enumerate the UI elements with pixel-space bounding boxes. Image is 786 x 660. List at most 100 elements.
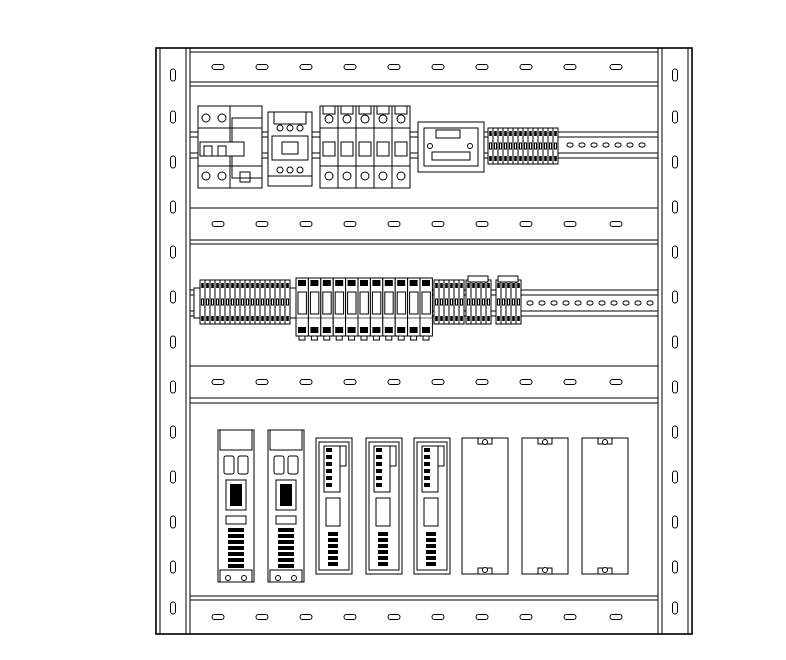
- terminal-screw-icon: [266, 283, 269, 288]
- upright-slot: [170, 245, 176, 259]
- terminal-screw-icon: [529, 131, 532, 136]
- blank-module-body: [461, 437, 509, 575]
- screw-icon: [342, 171, 352, 181]
- upright-slot: [672, 515, 678, 529]
- duct-slot: [431, 379, 445, 385]
- terminal-screw-icon: [347, 327, 356, 333]
- screw-icon: [291, 575, 297, 581]
- rail-hole: [590, 142, 598, 148]
- terminal-block: [552, 127, 559, 165]
- terminal-strip: [326, 462, 332, 466]
- terminal-screw-icon: [482, 283, 485, 288]
- upright-slot: [170, 68, 176, 82]
- screw-icon: [286, 124, 294, 132]
- terminal-screw-icon: [286, 283, 289, 288]
- stepper-drive: [315, 437, 353, 575]
- terminal-screw-icon: [435, 316, 438, 321]
- terminal-screw-icon: [236, 283, 239, 288]
- duct-slot: [387, 379, 401, 385]
- rail-hole: [586, 300, 594, 306]
- rail-hole: [598, 300, 606, 306]
- terminal-strip: [328, 538, 338, 542]
- terminal-screw-icon: [384, 327, 393, 333]
- terminal-strip: [376, 483, 382, 487]
- terminal-screw-icon: [494, 156, 497, 161]
- terminal-screw-icon: [549, 156, 552, 161]
- status-led-icon: [237, 455, 249, 475]
- terminal-screw-icon: [460, 283, 463, 288]
- terminal-screw-icon: [271, 316, 274, 321]
- blank-module-body: [581, 437, 629, 575]
- terminal-strip: [376, 448, 382, 452]
- blank-module: [461, 437, 509, 575]
- duct-slot: [343, 64, 357, 70]
- upright-slot: [672, 560, 678, 574]
- relay-foot: [422, 335, 430, 341]
- terminal-screw-icon: [201, 316, 204, 321]
- relay-foot: [298, 335, 306, 341]
- terminal-screw-icon: [261, 283, 264, 288]
- terminal-block: [458, 279, 465, 325]
- duct-slot: [519, 64, 533, 70]
- screw-icon: [396, 114, 406, 124]
- terminal-screw-icon: [360, 280, 368, 286]
- screw-icon: [542, 439, 548, 445]
- terminal-strip: [424, 483, 430, 487]
- duct-slot: [563, 379, 577, 385]
- servo-drive: [217, 429, 255, 583]
- terminal-strip: [326, 448, 332, 452]
- upright-slot: [170, 425, 176, 439]
- terminal-screw-icon: [251, 283, 254, 288]
- terminal-strip: [326, 455, 332, 459]
- rail-hole: [566, 142, 574, 148]
- upright-slot: [170, 200, 176, 214]
- terminal-block-group: [487, 127, 559, 165]
- terminal-screw-icon: [397, 280, 406, 286]
- terminal-screw-icon: [281, 316, 284, 321]
- terminal-screw-icon: [524, 156, 527, 161]
- duct-slot: [519, 614, 533, 620]
- contactor: [267, 111, 313, 187]
- terminal-screw-icon: [509, 156, 512, 161]
- terminal-screw-icon: [507, 316, 510, 321]
- terminal-screw-icon: [502, 316, 505, 321]
- screw-icon: [296, 124, 304, 132]
- duct-slot: [563, 221, 577, 227]
- duct-slot: [475, 614, 489, 620]
- terminal-screw-icon: [524, 131, 527, 136]
- breaker-handle: [340, 141, 354, 157]
- screw-icon: [360, 114, 370, 124]
- upright-slot: [672, 245, 678, 259]
- terminal-screw-icon: [554, 131, 557, 136]
- terminal-strip: [278, 552, 294, 556]
- terminal-screw-icon: [384, 280, 393, 286]
- upright-slot: [170, 290, 176, 304]
- terminal-strip: [424, 448, 430, 452]
- power-module: [417, 121, 485, 173]
- terminal-screw-icon: [509, 131, 512, 136]
- terminal-screw-icon: [539, 156, 542, 161]
- duct-slot: [255, 221, 269, 227]
- screw-icon: [201, 171, 211, 181]
- duct-slot: [563, 614, 577, 620]
- terminal-screw-icon: [261, 316, 264, 321]
- terminal-screw-icon: [487, 283, 490, 288]
- relay-foot: [385, 335, 393, 341]
- terminal-strip: [424, 469, 430, 473]
- terminal-screw-icon: [246, 283, 249, 288]
- terminal-screw-icon: [534, 131, 537, 136]
- duct-slot: [343, 221, 357, 227]
- duct-slot: [609, 64, 623, 70]
- relay-coil: [322, 291, 332, 315]
- upright-slot: [672, 110, 678, 124]
- terminal-strip: [426, 550, 436, 554]
- connector-port: [275, 479, 297, 511]
- terminal-strip: [228, 534, 244, 538]
- terminal-screw-icon: [271, 283, 274, 288]
- terminal-strip: [376, 455, 382, 459]
- relay-coil: [334, 291, 345, 315]
- terminal-strip: [328, 556, 338, 560]
- duct-lower-middle: [189, 365, 659, 399]
- relay-foot: [348, 335, 356, 341]
- duct-slot: [609, 221, 623, 227]
